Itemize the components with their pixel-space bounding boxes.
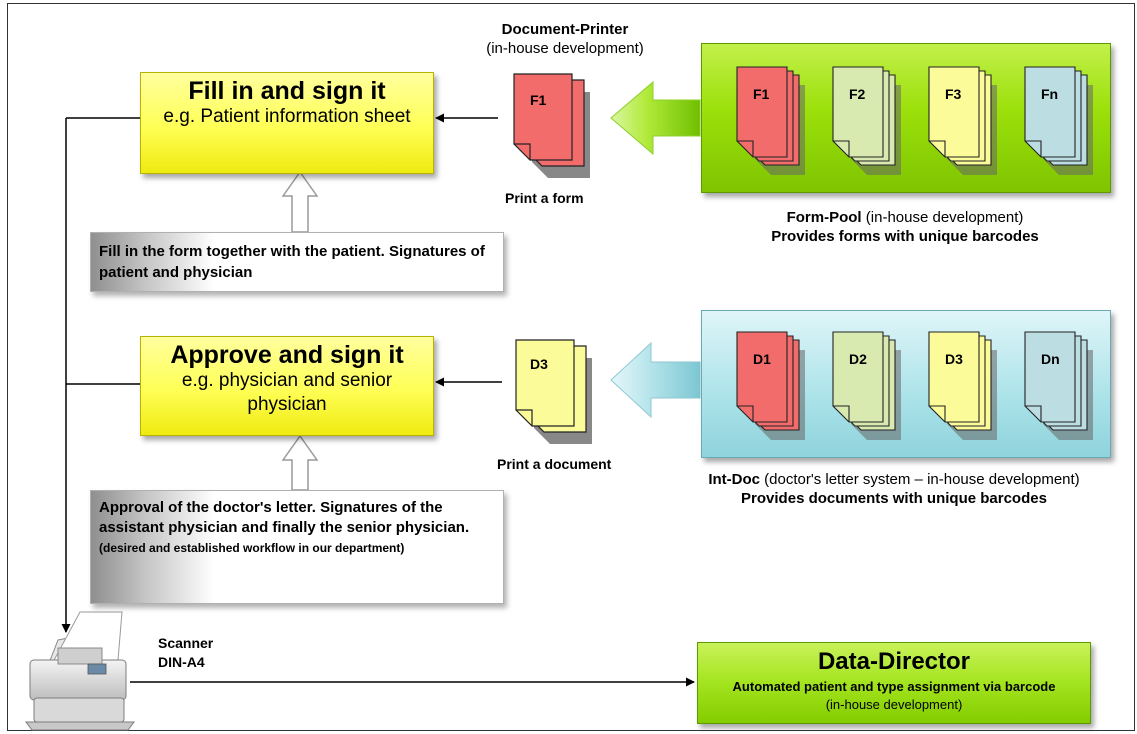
- scanner-icon: [25, 611, 135, 731]
- int-doc-name: Int-Doc: [708, 471, 760, 488]
- form-pool-sheet-stack-fn: Fn: [1024, 66, 1093, 175]
- form-note-text: Fill in the form together with the patie…: [99, 243, 485, 281]
- approve-and-sign-title: Approve and sign it: [170, 341, 404, 369]
- printer-sheet-label: F1: [530, 92, 547, 108]
- hollow-up-arrow-top: [281, 170, 319, 233]
- print-form-label: Print a form: [505, 190, 584, 206]
- printer-doc-sheet-label: D3: [530, 356, 548, 372]
- doc-note-text: Approval of the doctor's letter. Signatu…: [99, 499, 470, 536]
- scanner-label-line1: Scanner: [158, 635, 214, 651]
- fill-and-sign-subtitle: e.g. Patient information sheet: [163, 106, 411, 127]
- scanner-label: Scanner DIN-A4: [158, 634, 213, 672]
- diagram-frame: [7, 3, 1135, 731]
- data-director-title: Data-Director: [817, 648, 971, 675]
- int-doc-note: (doctor's letter system – in-house devel…: [764, 471, 1080, 488]
- int-doc-sheet-label: D1: [753, 351, 771, 367]
- sheet-stack-f1-print: [513, 73, 590, 178]
- document-printer-title: Document-Printer: [501, 21, 629, 38]
- form-pool-note: (in-house development): [865, 209, 1024, 226]
- green-big-arrow: [610, 80, 701, 156]
- form-pool-sheets: F1 F2 F3 Fn: [736, 66, 1093, 175]
- hollow-up-arrow-bottom: [281, 434, 319, 491]
- form-pool-sheet-label: Fn: [1041, 86, 1058, 102]
- form-pool-sheet-label: F1: [753, 86, 770, 102]
- fill-and-sign-title: Fill in and sign it: [188, 77, 386, 105]
- data-director-desc-bold: Automated patient and type assignment vi…: [732, 679, 1056, 694]
- int-doc-sheet-stack-d1: D1: [736, 331, 805, 440]
- approve-and-sign-subtitle: e.g. physician and senior physician: [181, 370, 393, 415]
- printer-document-sheet-stack: D3: [515, 339, 592, 444]
- printer-form-sheet-stack: F1: [513, 73, 590, 178]
- form-pool-sheet-stack-f3: F3: [928, 66, 997, 175]
- approve-and-sign-box: Approve and sign it e.g. physician and s…: [140, 336, 434, 436]
- form-note-box: Fill in the form together with the patie…: [90, 232, 504, 292]
- form-pool-name: Form-Pool: [786, 209, 862, 226]
- print-document-label: Print a document: [497, 456, 612, 472]
- data-director-desc-note: (in-house development): [825, 697, 963, 712]
- form-pool-sheet-stack-f2: F2: [832, 66, 901, 175]
- data-director-desc: Automated patient and type assignment vi…: [698, 676, 1090, 714]
- int-doc-sheet-label: D2: [849, 351, 867, 367]
- document-printer-subtitle: (in-house development): [486, 40, 644, 57]
- sheet-stack-d3-print: [515, 339, 592, 444]
- document-printer-caption: Document-Printer (in-house development): [460, 20, 670, 58]
- int-doc-line2: Provides documents with unique barcodes: [741, 490, 1047, 507]
- doc-note-box: Approval of the doctor's letter. Signatu…: [90, 490, 504, 604]
- int-doc-sheet-label: D3: [945, 351, 963, 367]
- form-pool-sheet-label: F2: [849, 86, 866, 102]
- int-doc-sheets: D1 D2 D3 Dn: [736, 331, 1093, 440]
- int-doc-sheet-stack-dn: Dn: [1024, 331, 1093, 440]
- int-doc-sheet-stack-d2: D2: [832, 331, 901, 440]
- form-pool-caption: Form-Pool (in-house development) Provide…: [700, 208, 1110, 246]
- form-pool-sheet-label: F3: [945, 86, 962, 102]
- doc-note-small: (desired and established workflow in our…: [99, 541, 405, 555]
- form-pool-line2: Provides forms with unique barcodes: [771, 228, 1039, 245]
- int-doc-sheet-label: Dn: [1041, 351, 1060, 367]
- form-pool-sheet-stack-f1: F1: [736, 66, 805, 175]
- int-doc-caption: Int-Doc (doctor's letter system – in-hou…: [654, 470, 1134, 508]
- blue-big-arrow: [610, 341, 701, 419]
- int-doc-sheet-stack-d3: D3: [928, 331, 997, 440]
- scanner-label-line2: DIN-A4: [158, 654, 205, 670]
- fill-and-sign-box: Fill in and sign it e.g. Patient informa…: [140, 72, 434, 174]
- data-director-box: Data-Director Automated patient and type…: [697, 642, 1091, 724]
